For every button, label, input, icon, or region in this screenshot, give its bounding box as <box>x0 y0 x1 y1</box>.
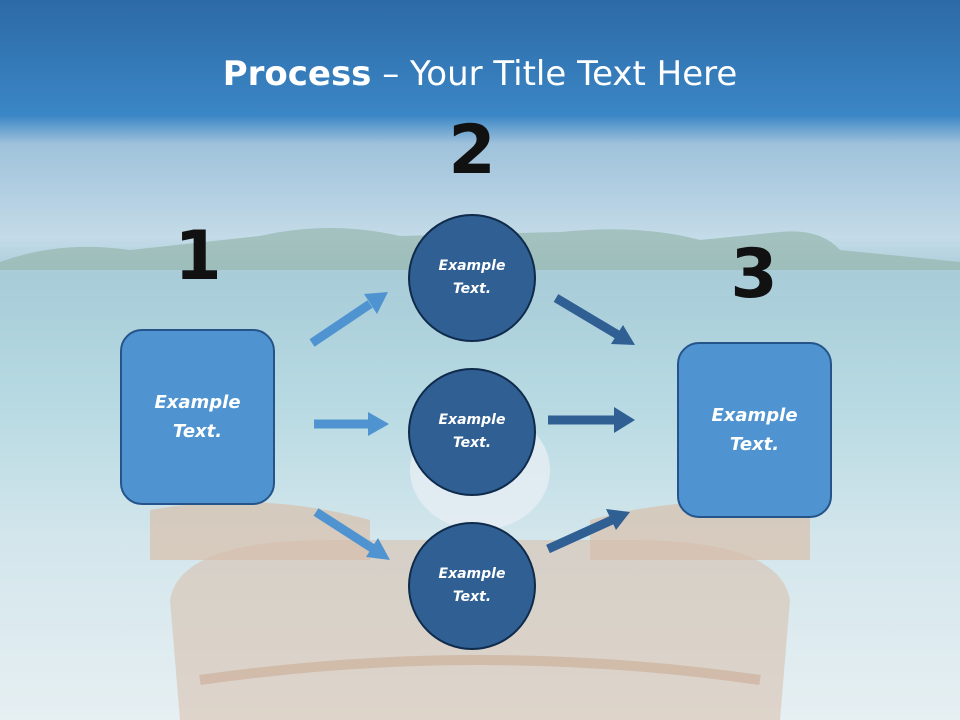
right-box-label: Example Text. <box>711 405 798 455</box>
circle-bottom-label: Example Text. <box>438 566 506 605</box>
circle-middle: Example Text. <box>408 368 536 496</box>
circle-bottom: Example Text. <box>408 522 536 650</box>
circle-middle-label: Example Text. <box>438 412 506 451</box>
slide-title: Process – Your Title Text Here <box>0 52 960 96</box>
arrow-from-middle <box>548 407 635 433</box>
arrow-from-bottom <box>546 509 630 554</box>
left-box-label: Example Text. <box>154 392 241 442</box>
arrow-to-top <box>309 292 388 347</box>
arrow-to-bottom <box>313 508 390 560</box>
arrow-from-top <box>553 294 635 345</box>
left-box: Example Text. <box>120 329 275 505</box>
right-box: Example Text. <box>677 342 832 518</box>
title-rest: – Your Title Text Here <box>371 54 738 94</box>
circle-top-label: Example Text. <box>438 258 506 297</box>
step-number-2: 2 <box>448 111 496 190</box>
step-number-1: 1 <box>174 217 222 296</box>
step-number-3: 3 <box>730 235 778 314</box>
arrow-to-middle <box>314 412 389 436</box>
title-bold: Process <box>222 54 372 94</box>
circle-top: Example Text. <box>408 214 536 342</box>
